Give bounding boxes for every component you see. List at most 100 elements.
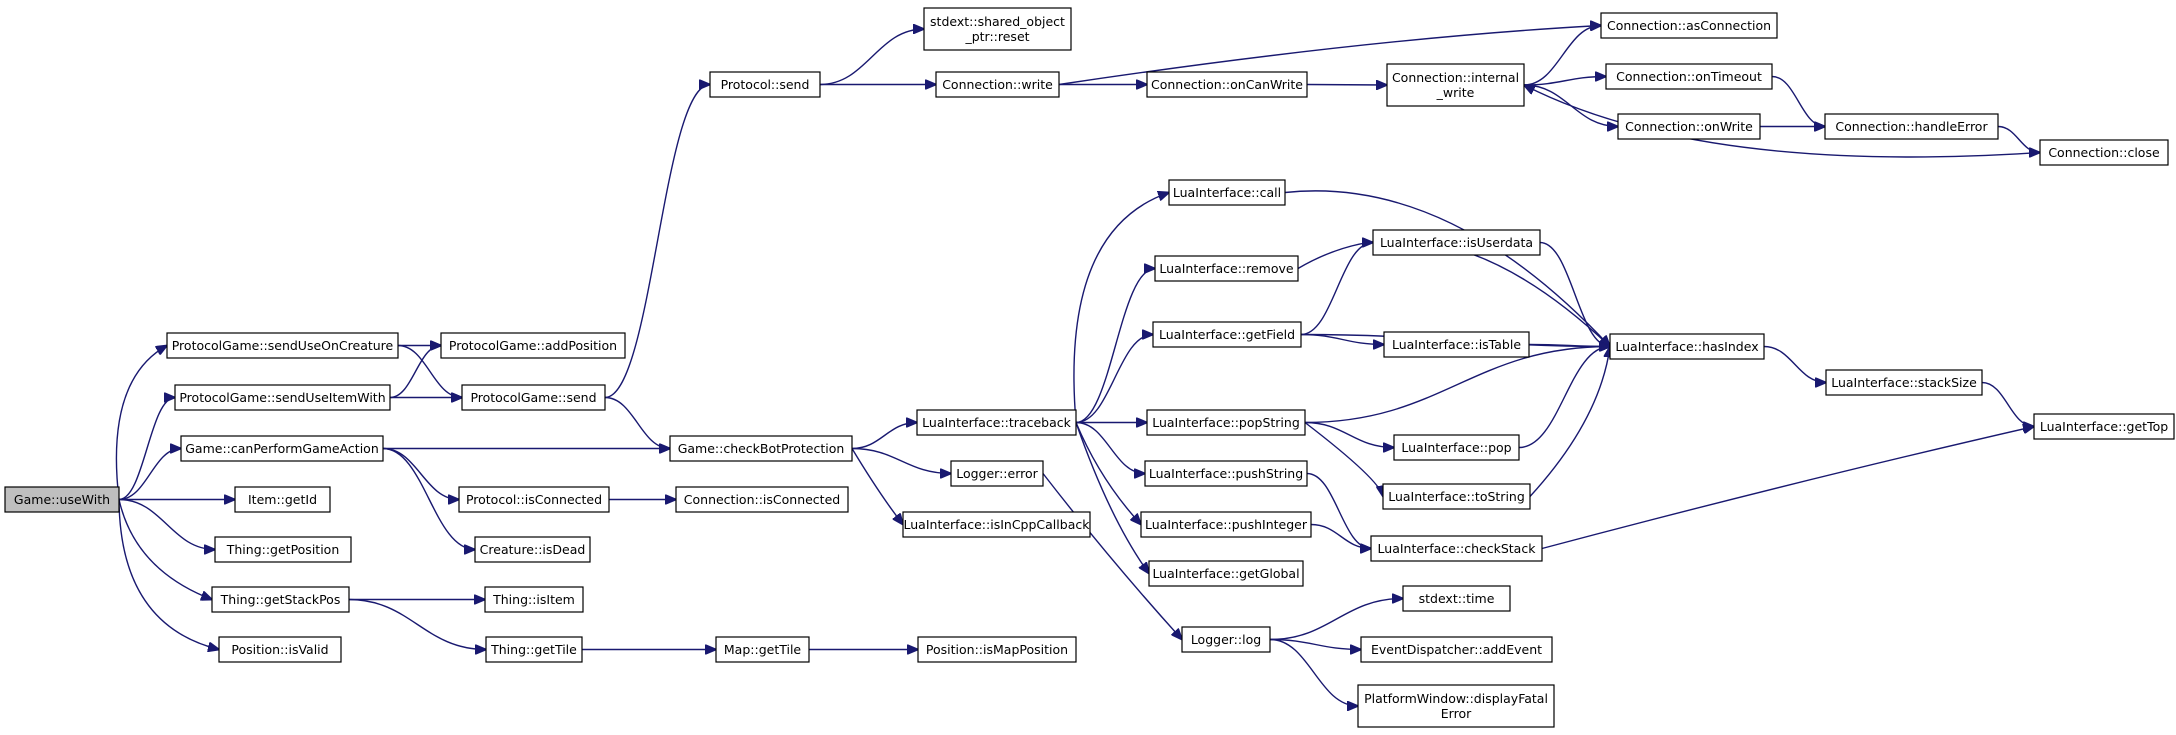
node-label: LuaInterface::checkStack [1378, 541, 1537, 556]
node-lua-getfield[interactable]: LuaInterface::getField [1152, 321, 1302, 348]
node-is-in-cpp-callback[interactable]: LuaInterface::isInCppCallback [902, 511, 1091, 538]
node-box [1140, 511, 1312, 538]
node-thing-getstackpos[interactable]: Thing::getStackPos [211, 586, 350, 613]
node-send-use-on-creature[interactable]: ProtocolGame::sendUseOnCreature [166, 332, 399, 359]
node-box [458, 486, 610, 513]
node-logger-error[interactable]: Logger::error [950, 460, 1044, 487]
node-lua-isuserdata[interactable]: LuaInterface::isUserdata [1372, 229, 1541, 256]
node-box [1382, 483, 1531, 510]
edge-lua-call-to-lua-hasindex [1284, 190, 1610, 347]
node-label: Game::useWith [14, 492, 110, 507]
node-box [902, 511, 1091, 538]
node-lua-remove[interactable]: LuaInterface::remove [1154, 255, 1299, 282]
node-box [1146, 71, 1308, 98]
node-conn-handleerror[interactable]: Connection::handleError [1824, 113, 1999, 140]
node-check-bot[interactable]: Game::checkBotProtection [669, 435, 853, 462]
node-is-map-position[interactable]: Position::isMapPosition [917, 636, 1077, 663]
node-thing-gettile[interactable]: Thing::getTile [485, 636, 583, 663]
node-conn-write[interactable]: Connection::write [935, 71, 1060, 98]
node-traceback[interactable]: LuaInterface::traceback [916, 409, 1077, 436]
node-pg-send[interactable]: ProtocolGame::send [461, 384, 606, 411]
node-label: PlatformWindow::displayFatal [1364, 691, 1548, 706]
node-conn-close[interactable]: Connection::close [2039, 139, 2169, 166]
node-label: Logger::error [956, 466, 1038, 481]
node-position-isvalid[interactable]: Position::isValid [218, 636, 342, 663]
node-lua-hasindex[interactable]: LuaInterface::hasIndex [1609, 333, 1765, 360]
node-box [916, 409, 1077, 436]
edge-protocol-send-to-shared-reset [819, 29, 924, 86]
node-stdext-time[interactable]: stdext::time [1402, 585, 1511, 612]
node-box [709, 71, 821, 98]
node-map-gettile[interactable]: Map::getTile [715, 636, 810, 663]
node-lua-gettop[interactable]: LuaInterface::getTop [2033, 413, 2175, 440]
node-label: LuaInterface::pushString [1149, 466, 1303, 481]
node-layer: Game::useWith ProtocolGame::sendUseOnCrea… [4, 7, 2175, 728]
node-lua-istable[interactable]: LuaInterface::isTable [1383, 331, 1530, 358]
node-thing-isitem[interactable]: Thing::isItem [484, 586, 584, 613]
node-lua-popstring[interactable]: LuaInterface::popString [1146, 409, 1306, 436]
node-protocol-send[interactable]: Protocol::send [709, 71, 821, 98]
edge-logger-log-to-stdext-time [1269, 599, 1403, 641]
node-thing-getposition[interactable]: Thing::getPosition [214, 536, 352, 563]
node-label: Position::isValid [231, 642, 328, 657]
edge-traceback-to-lua-getfield [1075, 335, 1153, 424]
edge-conn-write-to-conn-asconnection [1058, 26, 1601, 86]
node-box [950, 460, 1044, 487]
node-label: Thing::getPosition [226, 542, 340, 557]
node-conn-internal-write[interactable]: Connection::internal_write [1386, 63, 1525, 107]
node-lua-call[interactable]: LuaInterface::call [1168, 179, 1286, 206]
node-box [440, 332, 626, 359]
node-box [1360, 636, 1553, 663]
node-can-perform[interactable]: Game::canPerformGameAction [180, 435, 384, 462]
node-use-with[interactable]: Game::useWith [4, 486, 120, 513]
node-box [1402, 585, 1511, 612]
node-lua-pop[interactable]: LuaInterface::pop [1393, 434, 1520, 461]
node-label: Connection::write [942, 77, 1053, 92]
node-lua-checkstack[interactable]: LuaInterface::checkStack [1370, 535, 1543, 562]
node-box [1609, 333, 1765, 360]
node-label: Thing::getStackPos [220, 592, 341, 607]
node-logger-log[interactable]: Logger::log [1181, 626, 1271, 653]
node-lua-stacksize[interactable]: LuaInterface::stackSize [1825, 369, 1983, 396]
node-box [234, 486, 331, 513]
node-send-use-item-with[interactable]: ProtocolGame::sendUseItemWith [174, 384, 391, 411]
node-label: LuaInterface::getTop [2040, 419, 2168, 434]
node-box [474, 536, 591, 563]
node-creature-isdead[interactable]: Creature::isDead [474, 536, 591, 563]
node-lua-tostring[interactable]: LuaInterface::toString [1382, 483, 1531, 510]
edge-use-with-to-thing-getstackpos [118, 499, 212, 600]
node-conn-ontimeout[interactable]: Connection::onTimeout [1605, 63, 1773, 90]
edge-lua-popstring-to-lua-pop [1304, 421, 1394, 448]
edge-lua-tostring-to-lua-hasindex [1529, 347, 1610, 497]
node-lua-pushstring[interactable]: LuaInterface::pushString [1144, 460, 1308, 487]
edge-logger-log-to-dispatcher-addevent [1269, 638, 1361, 650]
edge-check-bot-to-is-in-cpp-callback [851, 448, 903, 525]
node-protocol-isconnected[interactable]: Protocol::isConnected [458, 486, 610, 513]
node-box [1144, 460, 1308, 487]
node-lua-pushinteger[interactable]: LuaInterface::pushInteger [1140, 511, 1312, 538]
node-box [1386, 63, 1525, 107]
node-shared-reset[interactable]: stdext::shared_object_ptr::reset [923, 7, 1072, 51]
node-item-getid[interactable]: Item::getId [234, 486, 331, 513]
node-label: Connection::onWrite [1625, 119, 1753, 134]
edge-pg-send-to-protocol-send [604, 85, 710, 399]
node-conn-oncanwrite[interactable]: Connection::onCanWrite [1146, 71, 1308, 98]
edge-lua-remove-to-lua-hasindex [1297, 239, 1610, 346]
edge-lua-popstring-to-lua-tostring [1304, 421, 1383, 497]
node-conn-asconnection[interactable]: Connection::asConnection [1600, 12, 1778, 39]
edge-traceback-to-lua-call [1073, 193, 1169, 423]
node-box [675, 486, 849, 513]
node-box [1605, 63, 1773, 90]
node-lua-getglobal[interactable]: LuaInterface::getGlobal [1148, 560, 1304, 587]
edge-traceback-to-lua-getglobal [1075, 422, 1149, 574]
edge-layer [115, 26, 2040, 707]
node-box [1824, 113, 1999, 140]
node-box [174, 384, 391, 411]
node-pg-addposition[interactable]: ProtocolGame::addPosition [440, 332, 626, 359]
node-conn-isconnected[interactable]: Connection::isConnected [675, 486, 849, 513]
node-dispatcher-addevent[interactable]: EventDispatcher::addEvent [1360, 636, 1553, 663]
node-label: stdext::time [1419, 591, 1495, 606]
node-conn-onwrite[interactable]: Connection::onWrite [1617, 113, 1761, 140]
